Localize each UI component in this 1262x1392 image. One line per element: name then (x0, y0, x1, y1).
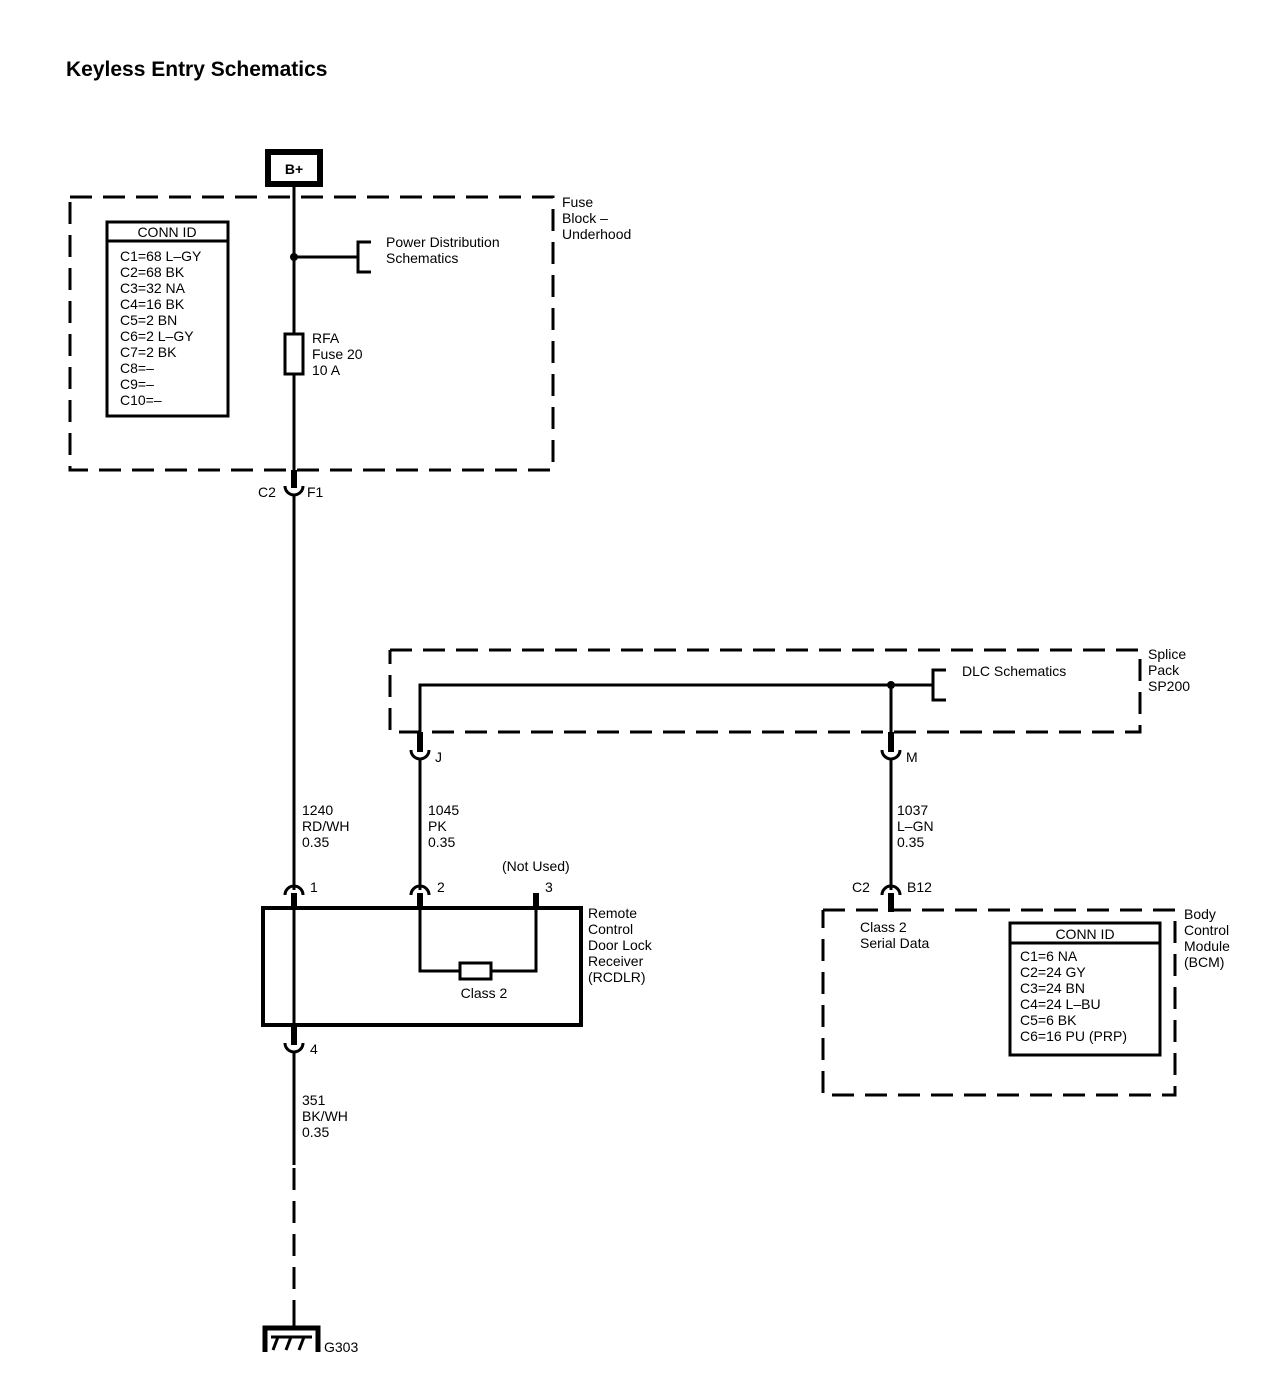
wire-1037: 1037 L–GN 0.35 (889, 759, 934, 890)
module-name-line: Control (1184, 922, 1229, 938)
battery-positive-source: B+ (265, 149, 323, 187)
connector-label: C2 (258, 484, 276, 500)
module-name-line: (BCM) (1184, 954, 1224, 970)
reference-label[interactable]: Power Distribution (386, 234, 500, 250)
conn-id-row: C2=24 GY (1020, 964, 1086, 980)
conn-id-row: C3=32 NA (120, 280, 186, 296)
module-name-line: Module (1184, 938, 1230, 954)
reference-label[interactable]: Schematics (386, 250, 458, 266)
wire-number: 1045 (428, 802, 459, 818)
wire-color: RD/WH (302, 818, 349, 834)
conn-id-row: C2=68 BK (120, 264, 185, 280)
wire-color: L–GN (897, 818, 934, 834)
wire-number: 1037 (897, 802, 928, 818)
conn-id-row: C10=– (120, 392, 162, 408)
splice-pack-name-line: SP200 (1148, 678, 1190, 694)
reference-label[interactable]: DLC Schematics (962, 663, 1066, 679)
splice-pin-m: M (880, 732, 918, 765)
pin-1-connector (283, 884, 305, 896)
conn-id-row: C4=24 L–BU (1020, 996, 1101, 1012)
internal-circuit-label: Class 2 (461, 985, 508, 1001)
conn-id-row: C7=2 BK (120, 344, 177, 360)
wire-1045: 1045 PK 0.35 (418, 759, 459, 890)
splice-pin-j: J (409, 732, 442, 765)
power-distribution-reference[interactable]: Power Distribution Schematics (356, 234, 500, 274)
fuse-block-name-line: Block – (562, 210, 608, 226)
wire-gauge: 0.35 (302, 834, 329, 850)
pin-label: J (435, 749, 442, 765)
body-control-module: Body Control Module (BCM) Class 2 Serial… (821, 906, 1230, 1097)
function-label: Serial Data (860, 935, 929, 951)
page-title: Keyless Entry Schematics (66, 58, 327, 81)
module-name-line: Control (588, 921, 633, 937)
wire-gauge: 0.35 (428, 834, 455, 850)
fuse-label: RFA (312, 330, 340, 346)
module-name-line: Receiver (588, 953, 644, 969)
conn-id-row: C5=6 BK (1020, 1012, 1077, 1028)
power-source-label: B+ (285, 161, 303, 177)
splice-pack-name-line: Splice (1148, 646, 1186, 662)
conn-id-header: CONN ID (137, 224, 196, 240)
module-name-line: Remote (588, 905, 637, 921)
connector-label: B12 (907, 879, 932, 895)
power-feed-wire (290, 187, 358, 472)
wire-351: 351 BK/WH 0.35 (292, 1052, 348, 1328)
bcm-conn-id-table: CONN ID C1=6 NA C2=24 GY C3=24 BN C4=24 … (1008, 921, 1162, 1057)
conn-id-row: C6=16 PU (PRP) (1020, 1028, 1127, 1044)
connector-label: F1 (307, 484, 324, 500)
fuse-rfa: RFA Fuse 20 10 A (283, 330, 363, 378)
conn-id-row: C3=24 BN (1020, 980, 1085, 996)
conn-id-row: C4=16 BK (120, 296, 185, 312)
pin-2-connector (409, 884, 431, 896)
module-name-line: Body (1184, 906, 1216, 922)
wire-color: BK/WH (302, 1108, 348, 1124)
pin-label: 2 (437, 879, 445, 895)
fuse-block-name-line: Underhood (562, 226, 631, 242)
conn-id-row: C5=2 BN (120, 312, 177, 328)
ground-label: G303 (324, 1339, 358, 1355)
wire-number: 1240 (302, 802, 333, 818)
pin-label: 4 (310, 1041, 318, 1057)
conn-id-row: C1=6 NA (1020, 948, 1078, 964)
fuse-label: 10 A (312, 362, 341, 378)
connector-label: C2 (852, 879, 870, 895)
wire-number: 351 (302, 1092, 326, 1108)
module-name-line: (RCDLR) (588, 969, 646, 985)
wire-color: PK (428, 818, 447, 834)
conn-id-row: C9=– (120, 376, 154, 392)
dlc-schematics-reference[interactable]: DLC Schematics (931, 663, 1066, 702)
splice-pack-sp200: Splice Pack SP200 (388, 646, 1190, 735)
rcdlr-pin-4: 4 (283, 1025, 318, 1057)
splice-pack-name-line: Pack (1148, 662, 1180, 678)
conn-id-row: C6=2 L–GY (120, 328, 194, 344)
pin-label: 3 (545, 879, 553, 895)
fuse-label: Fuse 20 (312, 346, 363, 362)
module-name-line: Door Lock (588, 937, 653, 953)
ground-g303: G303 (262, 1325, 358, 1355)
remote-control-door-lock-receiver: Remote Control Door Lock Receiver (RCDLR… (261, 858, 653, 1027)
conn-id-row: C8=– (120, 360, 154, 376)
conn-id-header: CONN ID (1055, 926, 1114, 942)
function-label: Class 2 (860, 919, 907, 935)
not-used-label: (Not Used) (502, 858, 570, 874)
connector-c2-f1: C2 F1 (258, 470, 324, 500)
fuse-block-name-line: Fuse (562, 194, 593, 210)
fuse-block-conn-id-table: CONN ID C1=68 L–GY C2=68 BK C3=32 NA C4=… (105, 220, 230, 418)
wire-1240: 1240 RD/WH 0.35 (292, 495, 349, 890)
fuse-block-underhood: Fuse Block – Underhood (68, 194, 631, 472)
conn-id-row: C1=68 L–GY (120, 248, 202, 264)
pin-label: M (906, 749, 918, 765)
wire-gauge: 0.35 (897, 834, 924, 850)
pin-label: 1 (310, 879, 318, 895)
wire-gauge: 0.35 (302, 1124, 329, 1140)
